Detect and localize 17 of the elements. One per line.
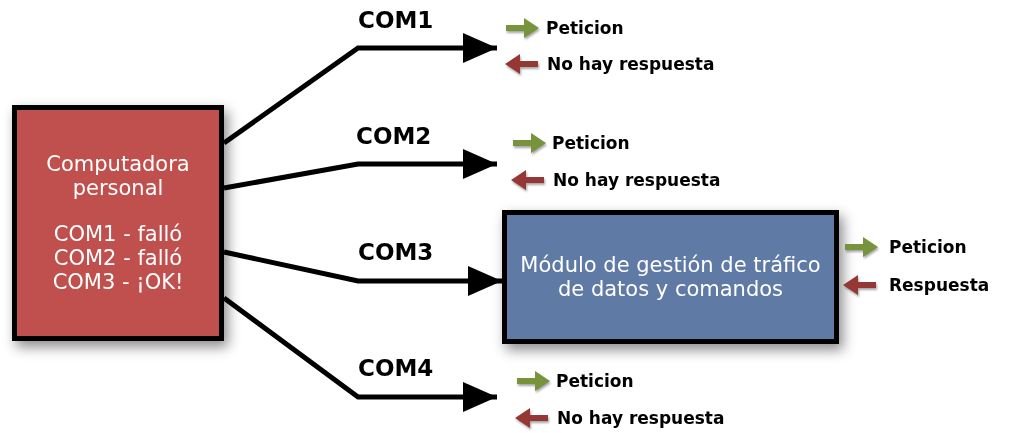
signal-label: Respuesta [889,275,990,295]
signal-label: No hay respuesta [553,170,721,190]
node-text: COM1 - falló COM2 - falló COM3 - ¡OK! [51,221,185,295]
arrow [222,33,497,146]
node-text: Computadora personal [45,151,191,200]
signal-label: Peticion [889,237,967,257]
arrow [223,249,502,296]
process-box [502,210,839,344]
signal-label: Peticion [556,371,634,391]
process-box [12,105,224,341]
signal-label: Peticion [546,18,624,38]
node-text: Módulo de gestión de tráfico de datos y comandos [519,252,822,302]
signal-label: Peticion [552,133,630,153]
signal-label: No hay respuesta [557,408,725,428]
arrow [223,149,497,191]
arrow [222,296,497,412]
signal-label: No hay respuesta [547,54,715,74]
